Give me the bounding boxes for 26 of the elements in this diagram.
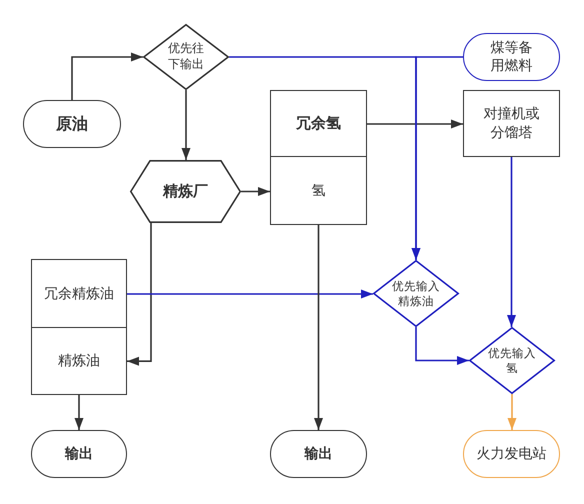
arrow [127,223,152,366]
arrow [412,56,463,260]
arrow [182,90,190,160]
arrow [508,394,516,430]
hexagon-box: 精炼厂 [130,160,241,223]
terminal-box: 输出 [270,430,367,478]
arrow [71,52,143,100]
arrow [367,120,463,128]
process-box: 精炼油 [31,327,127,395]
terminal-box: 输出 [31,430,127,478]
process-box: 冗余精炼油 [31,259,127,329]
arrow [127,290,373,298]
arrow [415,327,469,365]
arrow [74,395,84,430]
arrow [314,225,323,430]
process-box: 氢 [270,156,367,225]
decision-diamond: 优先输入精炼油 [373,260,459,327]
arrow [241,187,270,196]
terminal-box: 火力发电站 [463,430,560,478]
process-box: 对撞机或分馏塔 [463,90,560,157]
decision-diamond: 优先输入氢 [469,327,555,394]
terminal-box: 煤等备用燃料 [463,33,560,81]
decision-diamond: 优先往下输出 [143,24,229,90]
terminal-box: 原油 [23,100,121,148]
arrow [507,157,516,327]
process-box: 冗余氢 [270,90,367,158]
